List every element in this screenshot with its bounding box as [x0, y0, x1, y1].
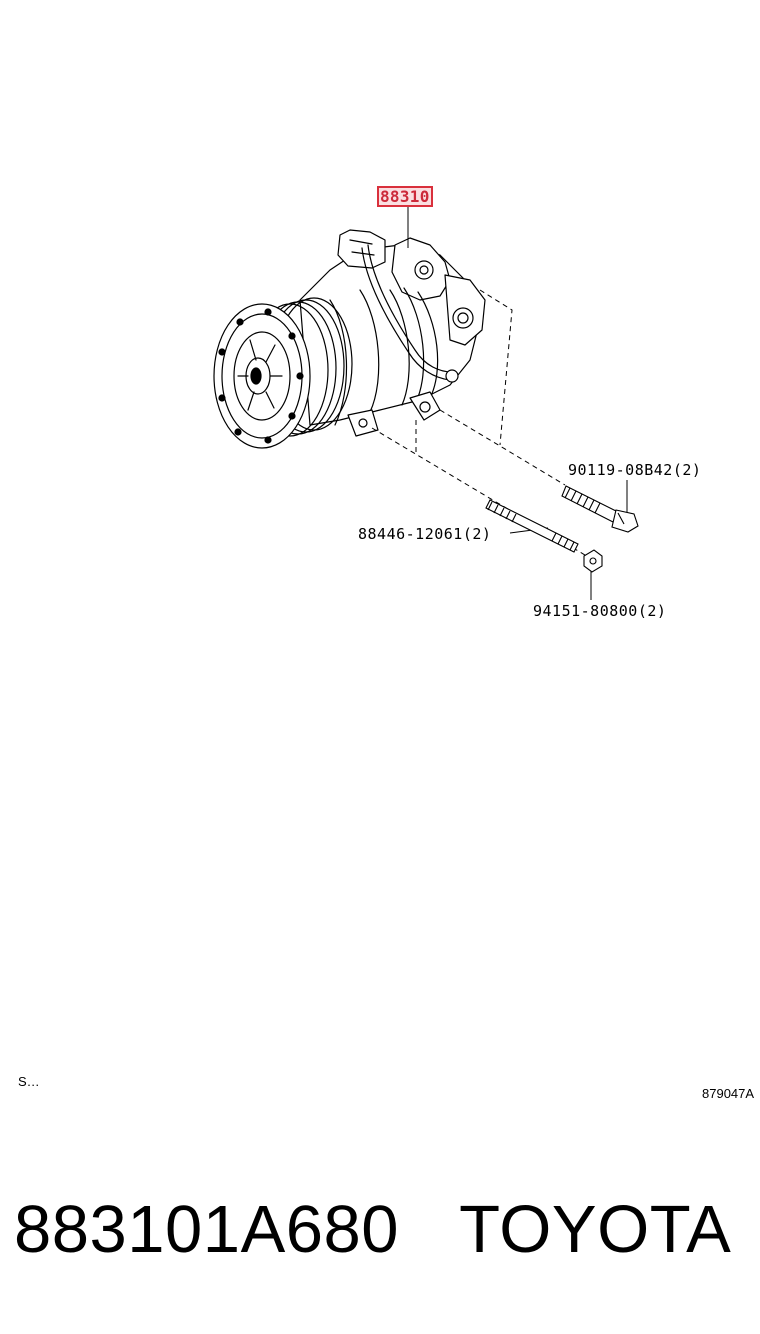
part-number: 883101A680: [14, 1192, 400, 1267]
leader-lines: [407, 206, 628, 600]
callout-main-part[interactable]: 88310: [377, 186, 433, 207]
footer-left-note: S…: [18, 1074, 40, 1089]
brand-name: TOYOTA: [459, 1192, 732, 1267]
bolt-icon: [561, 485, 639, 533]
compressor-icon: [213, 229, 486, 449]
product-caption: 883101A680 TOYOTA: [14, 1190, 754, 1270]
nut-icon: [583, 549, 603, 573]
callout-stud[interactable]: 88446-12061(2): [358, 525, 492, 543]
callout-bolt[interactable]: 90119-08B42(2): [568, 461, 702, 479]
callout-nut[interactable]: 94151-80800(2): [533, 602, 667, 620]
stud-icon: [485, 499, 579, 553]
illustration-code: 879047A: [702, 1086, 755, 1101]
